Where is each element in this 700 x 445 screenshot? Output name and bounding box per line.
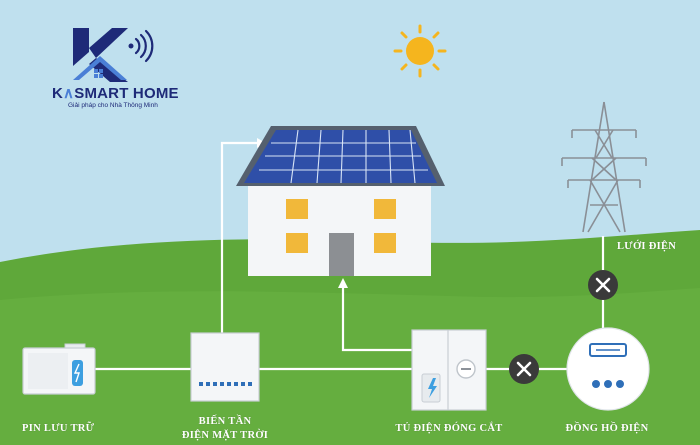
house-icon [248, 185, 431, 276]
cross-icon [509, 354, 539, 384]
brand-logo-icon [73, 28, 128, 82]
label-battery: PIN LƯU TRỮ [22, 423, 95, 434]
label-inverter-line2: ĐIỆN MẶT TRỜI [181, 430, 269, 441]
cross-icon [588, 270, 618, 300]
meter-icon [566, 327, 650, 411]
switchboard-icon [411, 329, 487, 411]
solar-panel-icon [236, 126, 445, 186]
power-tower-icon [561, 101, 647, 233]
lightning-icon [428, 378, 437, 398]
label-switchboard: TỦ ĐIỆN ĐÓNG CẮT [395, 423, 503, 434]
inverter-icon [190, 332, 260, 402]
grass-field-light [0, 288, 700, 445]
battery-icon [22, 343, 96, 395]
label-grid: LƯỚI ĐIỆN [617, 241, 677, 252]
label-inverter-line1: BIẾN TẦN [198, 416, 252, 427]
arrow-to-house-icon [338, 278, 348, 288]
label-meter: ĐỒNG HỒ ĐIỆN [565, 423, 649, 434]
brand-tagline: Giải pháp cho Nhà Thông Minh [68, 102, 158, 109]
wifi-icon [128, 29, 154, 63]
sun-icon [393, 24, 447, 78]
brand-name: K∧SMART HOME [52, 85, 179, 102]
